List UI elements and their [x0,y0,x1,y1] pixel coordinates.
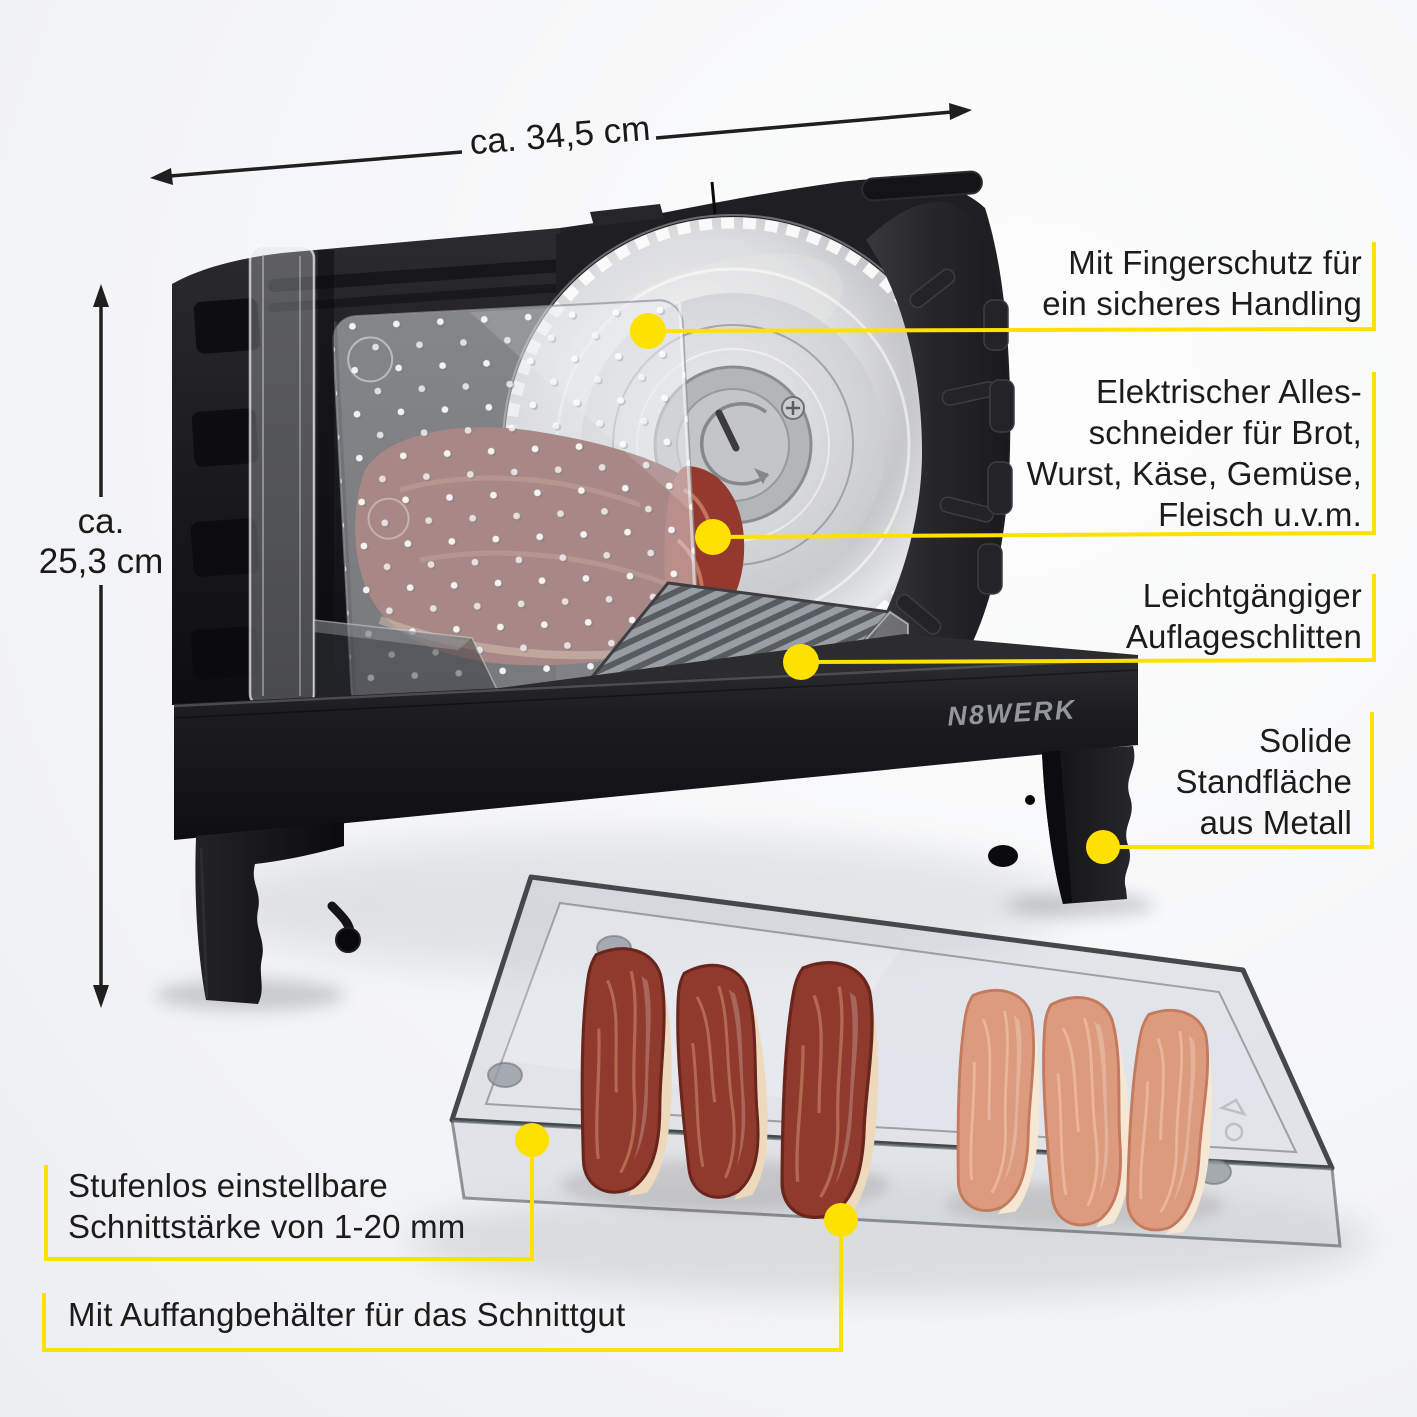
food-pusher [248,244,506,708]
callout-line-slicer [712,372,1376,539]
callout-base: Solide Standfläche aus Metall [1175,722,1352,841]
callout-finger-guard: Mit Fingerschutz für ein sicheres Handli… [1042,244,1362,322]
height-dimension-arrow [93,284,109,1008]
handle-recess [861,170,983,202]
ham-slices-dark [574,946,890,1226]
slicer-machine: N8WERK [172,170,1139,1004]
callout-line-base [1103,712,1374,849]
finger-guard-plate [332,299,703,715]
callout-line-carriage [800,574,1376,664]
callout-dot-carriage [783,644,819,680]
callout-thickness: Stufenlos einstellbare Schnittstärke von… [68,1167,466,1245]
callout-connectors [42,242,1376,1352]
callout-line-tray [42,1220,843,1352]
guard-vents [896,268,1015,635]
right-foot [988,746,1135,904]
callout-dot-tray [824,1203,858,1237]
housing-seam [710,181,717,215]
callout-dot-base [1086,830,1120,864]
collection-tray [449,874,1342,1248]
callout-dot-thickness [515,1123,549,1157]
blade-screw [781,396,805,420]
ham-slices-light [949,988,1224,1238]
callout-carriage: Leichtgängiger Auflageschlitten [1125,577,1362,655]
left-foot [195,822,361,1004]
tray-embossed-mark [1218,1098,1247,1142]
width-dimension-arrow [150,103,972,185]
rotation-arrow [700,402,770,486]
callout-dots [515,313,1120,1237]
brand-logo: N8WERK [947,694,1078,731]
blade-guard [855,201,1009,701]
callout-line-finger-guard [647,242,1376,333]
height-dimension-label: ca. 25,3 cm [38,502,164,581]
callout-dot-finger-guard [630,313,666,349]
callout-dot-slicer [695,519,731,555]
callout-slicer: Elektrischer Alles- schneider für Brot, … [1026,373,1362,533]
blade-spindle [715,409,740,452]
callout-line-thickness [44,1140,534,1261]
callout-tray: Mit Auffangbehälter für das Schnittgut [68,1296,626,1333]
